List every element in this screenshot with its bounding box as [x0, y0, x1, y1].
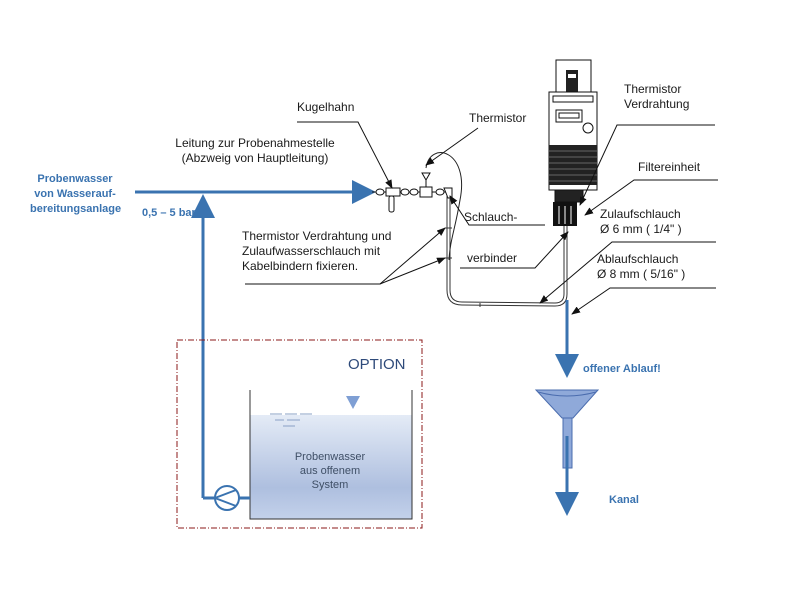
hose-connector-label-line2: verbinder — [467, 251, 518, 265]
cable-tie-note-line3: Kabelbindern fixieren. — [242, 259, 359, 273]
tank-label: Probenwasser aus offenem System — [290, 450, 370, 492]
source-label: Probenwasser von Wasserauf- bereitungsan… — [30, 172, 122, 217]
inlet-hose-label: Zulaufschlauch Ø 6 mm ( 1/4" ) — [600, 207, 682, 237]
pressure-label: 0,5 – 5 bar — [142, 207, 196, 219]
outlet-hose-label: Ablaufschlauch Ø 8 mm ( 5/16" ) — [597, 252, 685, 282]
thermistor-wiring-line1: Thermistor — [624, 82, 682, 96]
tank-label-line: aus offenem — [299, 465, 361, 477]
sewer-label: Kanal — [609, 494, 639, 506]
inlet-hose-line2: Ø 6 mm ( 1/4" ) — [600, 222, 682, 236]
open-drain-label: offener Ablauf! — [583, 363, 661, 375]
ball-valve-label: Kugelhahn — [297, 100, 355, 114]
thermistor-label: Thermistor — [469, 111, 527, 125]
tank-label-line: Probenwasser — [294, 451, 366, 463]
source-label-line: von Wasserauf- — [34, 188, 116, 200]
outlet-hose-line1: Ablaufschlauch — [597, 252, 679, 266]
outlet-hose-line2: Ø 8 mm ( 5/16" ) — [597, 267, 686, 281]
filter-unit-label: Filtereinheit — [638, 160, 701, 174]
inlet-hose — [425, 152, 568, 307]
source-label-line: bereitungsanlage — [30, 203, 122, 215]
leader-lines — [245, 121, 718, 315]
sampling-line-label: Leitung zur Probenahmestelle (Abzweig vo… — [155, 136, 355, 166]
option-title: OPTION — [348, 356, 406, 373]
tank-label-line: System — [311, 479, 349, 491]
cable-tie-note-line2: Zulaufwasserschlauch mit — [242, 244, 381, 258]
option-box — [176, 339, 423, 529]
thermistor-wiring-line2: Verdrahtung — [624, 97, 690, 111]
drain-pipe — [534, 300, 600, 516]
analyzer-device — [548, 59, 598, 226]
hose-connector-label-line1: Schlauch- — [464, 210, 518, 224]
tank — [249, 390, 413, 520]
inlet-hose-line1: Zulaufschlauch — [600, 207, 681, 221]
source-label-line: Probenwasser — [37, 173, 113, 185]
cable-tie-note: Thermistor Verdrahtung und Zulaufwassers… — [242, 229, 391, 274]
thermistor-wiring-label: Thermistor Verdrahtung — [624, 82, 689, 112]
sampling-line-label-line2: (Abzweig von Hauptleitung) — [181, 151, 329, 165]
water-level-icon — [346, 396, 360, 409]
sampling-line-label-line1: Leitung zur Probenahmestelle — [175, 136, 335, 150]
cable-tie-note-line1: Thermistor Verdrahtung und — [242, 229, 392, 243]
ball-valve-assembly — [372, 172, 453, 213]
pump-icon — [212, 485, 250, 511]
